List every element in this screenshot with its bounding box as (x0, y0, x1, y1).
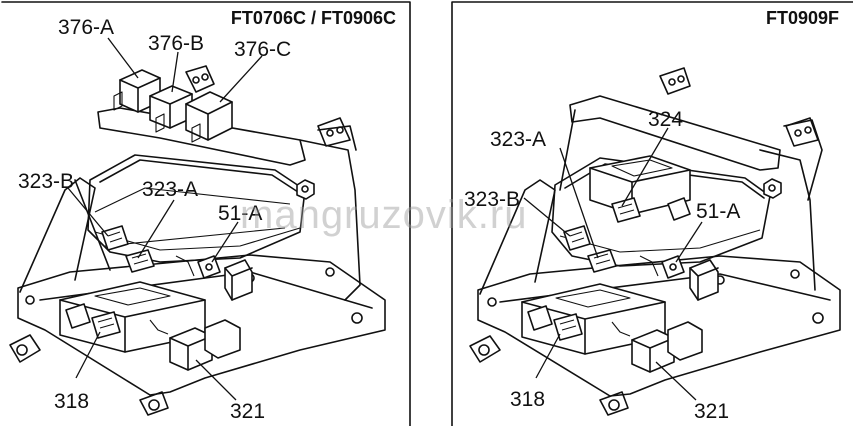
left-model-title: FT0706C / FT0906C (231, 8, 396, 28)
left-label-321: 321 (230, 400, 265, 423)
left-label-323b: 323-B (18, 170, 74, 193)
right-label-318: 318 (510, 388, 545, 411)
right-label-324: 324 (648, 108, 683, 131)
watermark: mangruzovik.ru (240, 193, 527, 237)
right-connector-323b (563, 225, 591, 251)
right-label-51a: 51-A (696, 200, 740, 223)
left-connector-323b (101, 225, 129, 251)
right-label-323a: 323-A (490, 128, 546, 151)
left-connector-321 (149, 319, 241, 371)
left-label-323a: 323-A (142, 178, 198, 201)
right-panel-frame (451, 1, 853, 426)
right-connector-321 (611, 321, 703, 373)
left-connector-51a (175, 255, 253, 301)
right-connector-324 (611, 197, 691, 223)
left-label-318: 318 (54, 390, 89, 413)
right-bracket-assembly (469, 67, 841, 416)
left-panel-frame (1, 1, 411, 426)
left-label-376c: 376-C (234, 38, 291, 61)
left-label-376b: 376-B (148, 32, 204, 55)
right-module-318 (521, 283, 666, 355)
right-panel (451, 1, 853, 426)
right-connector-51a (639, 255, 719, 301)
right-label-321: 321 (694, 400, 729, 423)
left-relay-376c (185, 91, 233, 143)
right-model-title: FT0909F (766, 8, 839, 28)
right-connector-323a (587, 249, 617, 273)
right-label-323b: 323-B (464, 188, 520, 211)
left-connector-323a (125, 249, 155, 273)
left-label-376a: 376-A (58, 16, 114, 39)
left-panel (1, 1, 411, 426)
left-label-51a: 51-A (218, 202, 262, 225)
